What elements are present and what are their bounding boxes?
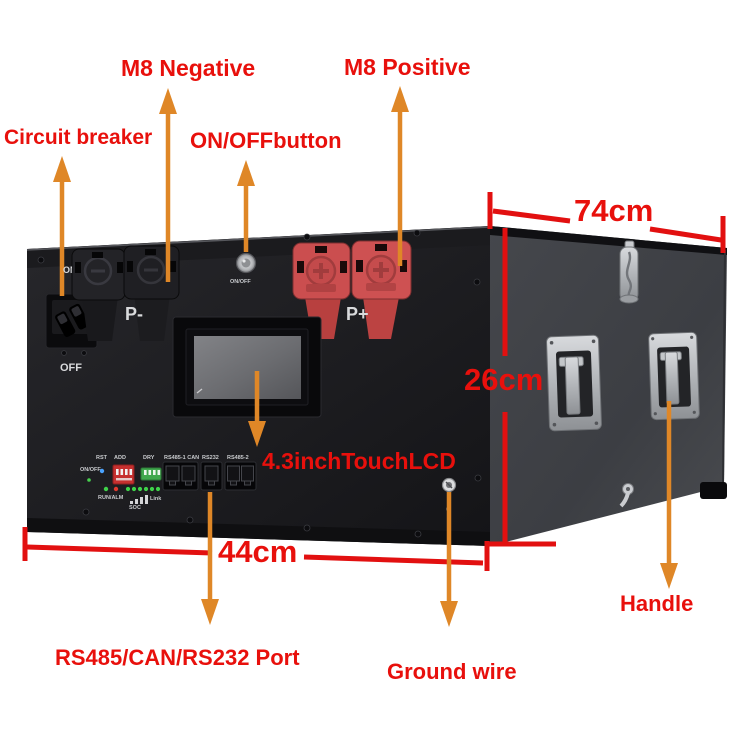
device-foot (700, 482, 727, 499)
io-label-rs485-1-can: RS485-1 CAN (164, 454, 200, 461)
arrow-m8-negative (159, 88, 177, 282)
side-right-edge (722, 249, 726, 486)
side-keyhole (619, 483, 634, 508)
touch-lcd-label: 4.3inchTouchLCD (262, 448, 456, 474)
lcd-display (172, 316, 322, 418)
dimension-44cm: 44cm (218, 534, 298, 569)
arrow-ground-wire (440, 492, 458, 627)
ground-wire-label: Ground wire (387, 659, 517, 684)
dimension-26cm: 26cm (464, 362, 544, 397)
io-label-rst: RST (96, 454, 107, 461)
on-off-button-label: ON/OFFbutton (190, 128, 342, 153)
m8-negative-terminals (71, 245, 180, 341)
arrow-handle (660, 401, 678, 589)
io-label-rs485-2: RS485-2 (227, 454, 249, 461)
arrow-comm-port (201, 492, 219, 625)
arrow-circuit-breaker (53, 156, 71, 296)
arrow-m8-positive (391, 86, 409, 266)
io-label-rs232: RS232 (202, 454, 219, 461)
status-soc-text: SOC (129, 504, 141, 511)
m8-negative-label: M8 Negative (121, 55, 256, 81)
comm-ports (162, 461, 257, 491)
m8-positive-label: M8 Positive (344, 54, 471, 80)
breaker-on-text: ON (63, 266, 72, 275)
positive-terminal-text: P+ (346, 304, 369, 324)
side-latch (619, 240, 639, 304)
front-top-highlight (26, 226, 491, 251)
arrow-on-off-button (237, 160, 255, 252)
status-onoff-text: ON/OFF (80, 466, 101, 473)
io-label-add: ADD (114, 454, 126, 461)
handle-left (546, 334, 602, 432)
m8-positive-terminals (292, 240, 412, 339)
arrow-touch-lcd (248, 371, 266, 447)
dim-line-44cm (22, 527, 490, 571)
breaker-off-text: OFF (60, 362, 82, 374)
status-leds (87, 468, 161, 492)
power-button (235, 252, 257, 274)
soc-bars-icon (130, 495, 148, 504)
front-bottom-band (27, 518, 490, 546)
handle-right (648, 331, 700, 421)
side-top-strip (490, 226, 727, 255)
dim-line-74cm (487, 192, 726, 253)
circuit-breaker-label: Circuit breaker (4, 126, 153, 149)
status-cluster (87, 464, 162, 504)
handle-label: Handle (620, 591, 694, 616)
status-runalm-text: RUN/ALM (98, 494, 124, 501)
callout-arrows (53, 86, 678, 627)
negative-terminal-text: P- (125, 304, 143, 324)
dimension-lines (22, 192, 726, 571)
power-button-text: ON/OFF (230, 278, 251, 285)
comm-port-label: RS485/CAN/RS232 Port (55, 645, 300, 670)
dimension-74cm: 74cm (574, 193, 654, 228)
dim-line-26cm (489, 228, 556, 547)
status-link-text: Link (150, 495, 162, 502)
io-label-dry: DRY (143, 454, 155, 461)
